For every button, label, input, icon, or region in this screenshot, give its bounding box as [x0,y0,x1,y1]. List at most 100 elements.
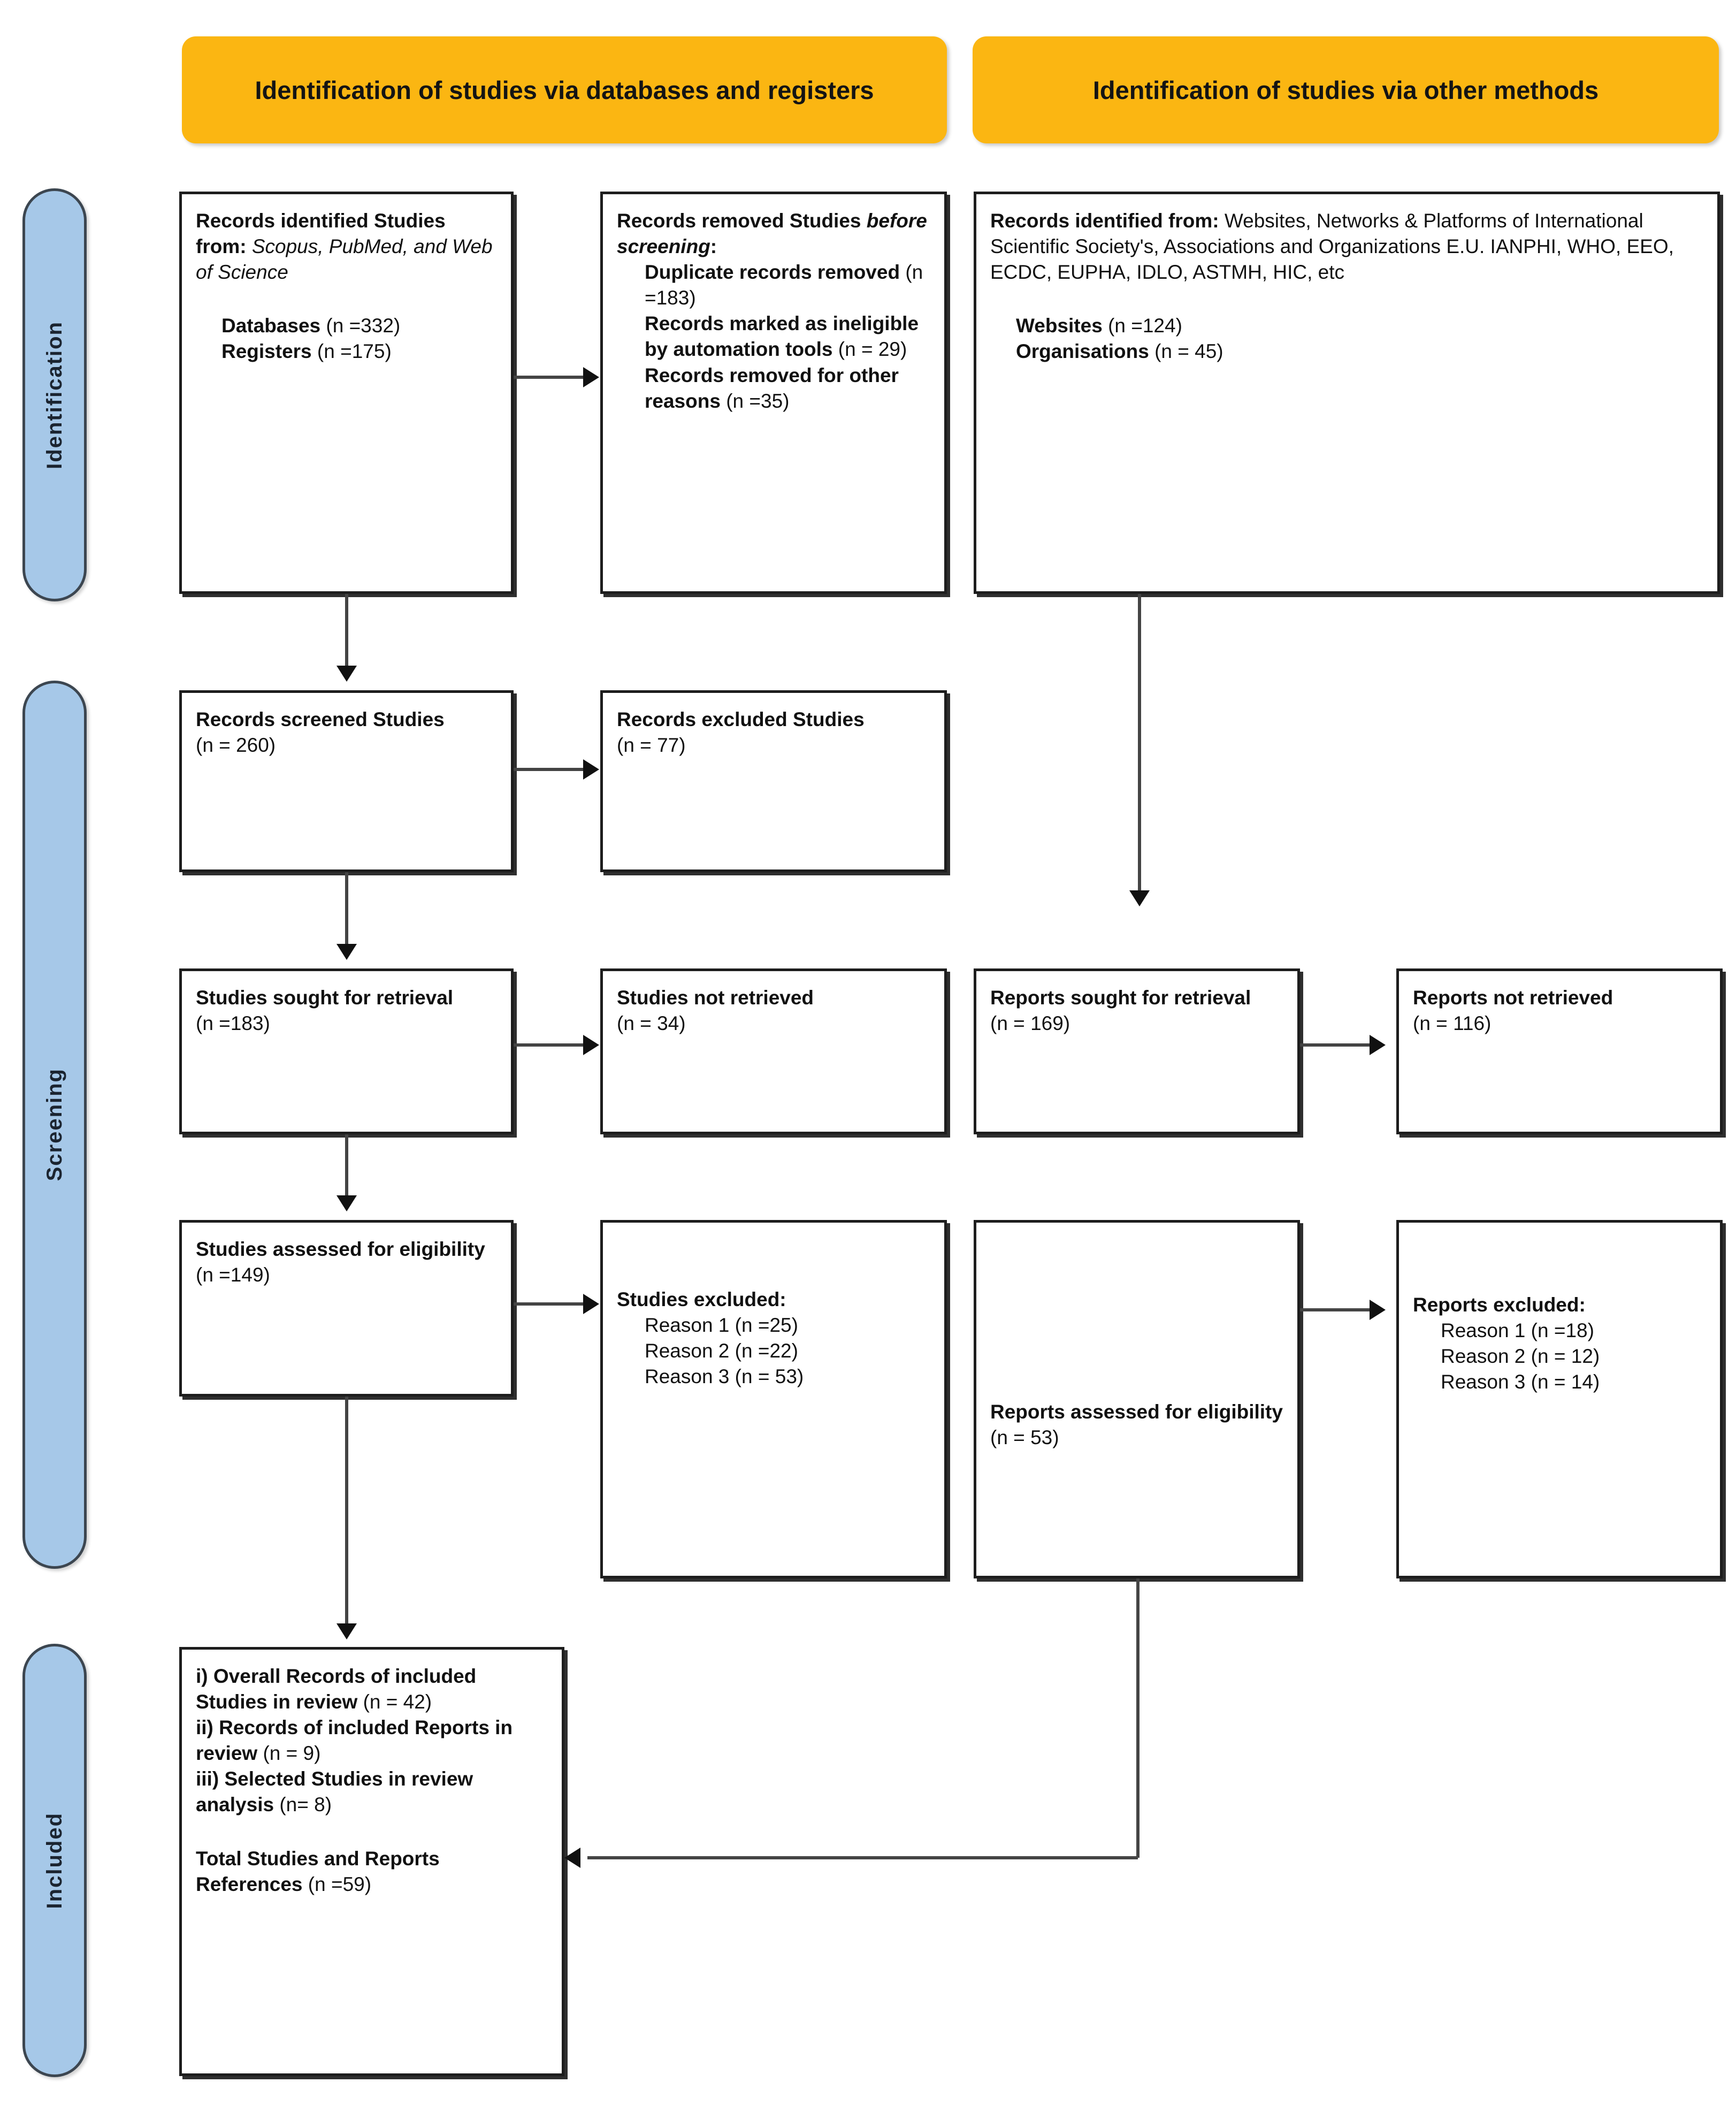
reports-excluded-reason2-value: (n = 12) [1531,1345,1600,1368]
studies-excluded-reason3-label: Reason 3 [645,1366,730,1388]
banner-databases-registers: Identification of studies via databases … [182,36,947,143]
connector-other-to-reports-sought [1138,594,1141,894]
box-reports-assessed: Reports assessed for eligibility (n = 53… [974,1220,1300,1578]
phase-label-screening: Screening [42,1068,66,1181]
included-line1-label: i) Overall Records of included Studies i… [196,1665,477,1713]
banner-other-methods: Identification of studies via other meth… [973,36,1719,143]
phase-band-identification: Identification [22,188,87,601]
records-excluded-value: (n = 77) [617,734,686,757]
connector-reports-sought-to-not-retrieved [1300,1043,1371,1047]
records-identified-heading: Records identified Studies from: [196,210,446,258]
other-records-heading: Records identified from: [990,210,1219,232]
organisations-count-label: Organisations [1016,340,1149,363]
reports-not-retrieved-value: (n = 116) [1413,1012,1492,1035]
box-records-excluded: Records excluded Studies (n = 77) [600,690,947,872]
reports-sought-label: Reports sought for retrieval [990,987,1251,1009]
duplicate-removed-value: (n =183) [645,261,923,309]
studies-excluded-reason1-label: Reason 1 [645,1314,730,1337]
removed-other-label: Records removed for other reasons [645,364,899,412]
connector-screened-to-excluded [514,768,584,771]
connector-reports-assessed-down [1136,1578,1140,1858]
records-screened-value: (n = 260) [196,734,276,757]
reports-excluded-reason1-label: Reason 1 [1441,1319,1526,1342]
studies-excluded-reason1-value: (n =25) [735,1314,798,1337]
connector-identified-to-screened [345,594,348,669]
box-records-removed: Records removed Studies before screening… [600,192,947,594]
included-line2-value: (n = 9) [263,1742,321,1765]
included-line3-label: iii) Selected Studies in review analysis [196,1768,473,1816]
reports-excluded-reason1-value: (n =18) [1531,1319,1594,1342]
banner-label-other-methods: Identification of studies via other meth… [1092,75,1599,104]
studies-not-retrieved-label: Studies not retrieved [617,987,814,1009]
websites-count-value: (n =124) [1108,315,1182,337]
box-included-summary: i) Overall Records of included Studies i… [179,1647,564,2076]
connector-reports-assessed-left [587,1856,1138,1859]
connector-assessed-to-included [345,1397,348,1627]
studies-assessed-label: Studies assessed for eligibility [196,1238,485,1260]
studies-excluded-reason2-value: (n =22) [735,1340,798,1362]
box-reports-excluded: Reports excluded: Reason 1 (n =18) Reaso… [1396,1220,1723,1578]
reports-not-retrieved-label: Reports not retrieved [1413,987,1613,1009]
arrowhead-sought-to-assessed [337,1195,357,1211]
arrowhead-other-to-reports-sought [1129,890,1150,906]
box-other-records-identified: Records identified from: Websites, Netwo… [974,192,1720,594]
arrowhead-screened-to-sought [337,944,357,960]
records-screened-label: Records screened Studies [196,708,445,730]
phase-label-identification: Identification [42,321,66,469]
arrowhead-identified-to-removed [583,367,599,387]
records-identified-sources: Scopus, PubMed, and Web of Science [196,235,493,284]
databases-count-label: Databases [221,315,321,337]
box-studies-excluded: Studies excluded: Reason 1 (n =25) Reaso… [600,1220,947,1578]
databases-count-value: (n =332) [326,315,401,337]
connector-screened-to-sought [345,872,348,947]
organisations-count-value: (n = 45) [1154,340,1223,363]
box-studies-assessed: Studies assessed for eligibility (n =149… [179,1220,514,1397]
studies-excluded-reason2-label: Reason 2 [645,1340,730,1362]
phase-band-included: Included [22,1644,87,2077]
arrowhead-reports-sought-to-not-retrieved [1370,1035,1386,1055]
records-removed-heading-italic: before screening [617,210,927,258]
removed-other-value: (n =35) [726,390,790,412]
arrowhead-assessed-to-included [337,1623,357,1639]
box-records-screened: Records screened Studies (n = 260) [179,690,514,872]
box-records-identified: Records identified Studies from: Scopus,… [179,192,514,594]
connector-sought-to-not-retrieved [514,1043,584,1047]
studies-excluded-reason3-value: (n = 53) [735,1366,804,1388]
arrowhead-sought-to-not-retrieved [583,1035,599,1055]
included-line2-label: ii) Records of included Reports in revie… [196,1717,513,1765]
registers-count-value: (n =175) [317,340,392,363]
arrowhead-screened-to-excluded [583,759,599,780]
arrowhead-assessed-to-excluded [583,1294,599,1314]
other-records-body: Websites, Networks & Platforms of Intern… [990,210,1674,284]
connector-identified-to-removed [514,376,584,379]
reports-assessed-value: (n = 53) [990,1427,1059,1449]
reports-sought-value: (n = 169) [990,1012,1070,1035]
reports-excluded-heading: Reports excluded: [1413,1294,1586,1316]
connector-sought-to-assessed [345,1134,348,1199]
arrowhead-reports-assessed-to-included [564,1848,580,1868]
included-line1-value: (n = 42) [363,1691,432,1713]
studies-excluded-heading: Studies excluded: [617,1288,786,1310]
registers-count-label: Registers [221,340,312,363]
studies-sought-value: (n =183) [196,1012,270,1035]
box-reports-sought: Reports sought for retrieval (n = 169) [974,968,1300,1134]
ineligible-automation-value: (n = 29) [838,338,907,361]
box-studies-not-retrieved: Studies not retrieved (n = 34) [600,968,947,1134]
websites-count-label: Websites [1016,315,1103,337]
box-reports-not-retrieved: Reports not retrieved (n = 116) [1396,968,1723,1134]
studies-not-retrieved-value: (n = 34) [617,1012,686,1035]
included-line3-value: (n= 8) [279,1794,332,1816]
records-removed-heading-suffix: : [710,235,717,258]
box-studies-sought: Studies sought for retrieval (n =183) [179,968,514,1134]
phase-band-screening: Screening [22,681,87,1569]
arrowhead-identified-to-screened [337,666,357,682]
connector-reports-assessed-to-excluded [1300,1308,1371,1311]
reports-excluded-reason3-value: (n = 14) [1531,1371,1600,1393]
records-excluded-label: Records excluded Studies [617,708,865,730]
included-total-value: (n =59) [308,1873,372,1895]
arrowhead-reports-assessed-to-excluded [1370,1300,1386,1320]
duplicate-removed-label: Duplicate records removed [645,261,900,284]
included-total-label: Total Studies and Reports References [196,1847,440,1895]
studies-sought-label: Studies sought for retrieval [196,987,454,1009]
